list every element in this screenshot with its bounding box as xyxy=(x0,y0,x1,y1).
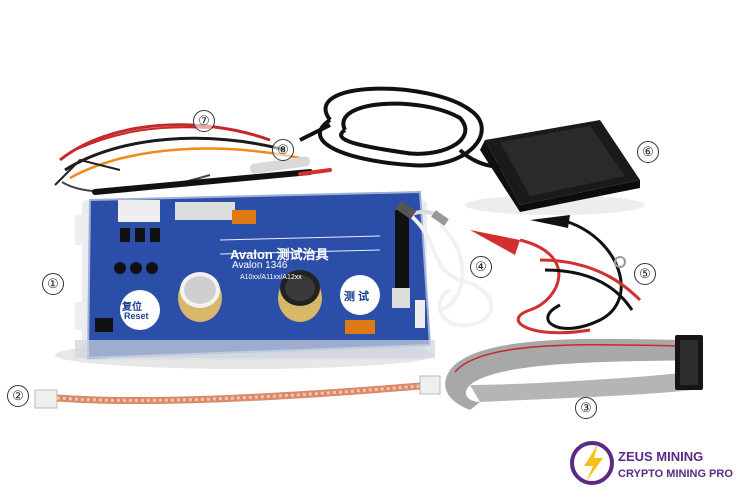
foot-pedal xyxy=(480,120,640,212)
label-item-2: ② xyxy=(7,385,29,407)
label-item-4: ④ xyxy=(470,256,492,278)
alligator-clip-cables xyxy=(470,215,642,335)
label-item-7: ⑦ xyxy=(193,110,215,132)
label-item-8: ⑧ xyxy=(272,139,294,161)
test-probe xyxy=(92,156,332,195)
label-item-1: ① xyxy=(42,273,64,295)
label-item-3: ③ xyxy=(575,397,597,419)
logo-text-line2: CRYPTO MINING PRO xyxy=(618,468,733,480)
label-item-6: ⑥ xyxy=(637,141,659,163)
board-line2: Avalon 1346 xyxy=(232,260,288,271)
board-models: A10xx/A11xx/A12xx xyxy=(240,274,302,281)
test-label-cn: 测 试 xyxy=(344,291,370,303)
zeus-mining-logo-mark xyxy=(570,441,614,485)
rainbow-wire-cable xyxy=(34,375,441,409)
reset-label-en: Reset xyxy=(124,311,149,321)
test-fixture-board xyxy=(75,190,435,360)
ribbon-cable xyxy=(445,335,703,410)
label-item-5: ⑤ xyxy=(634,263,656,285)
reset-label-cn: 复位 xyxy=(122,302,142,313)
pedal-cable xyxy=(299,86,514,169)
board-brand-title: Avalon 测试治具 xyxy=(230,247,329,262)
logo-text-line1: ZEUS MINING xyxy=(618,449,704,464)
